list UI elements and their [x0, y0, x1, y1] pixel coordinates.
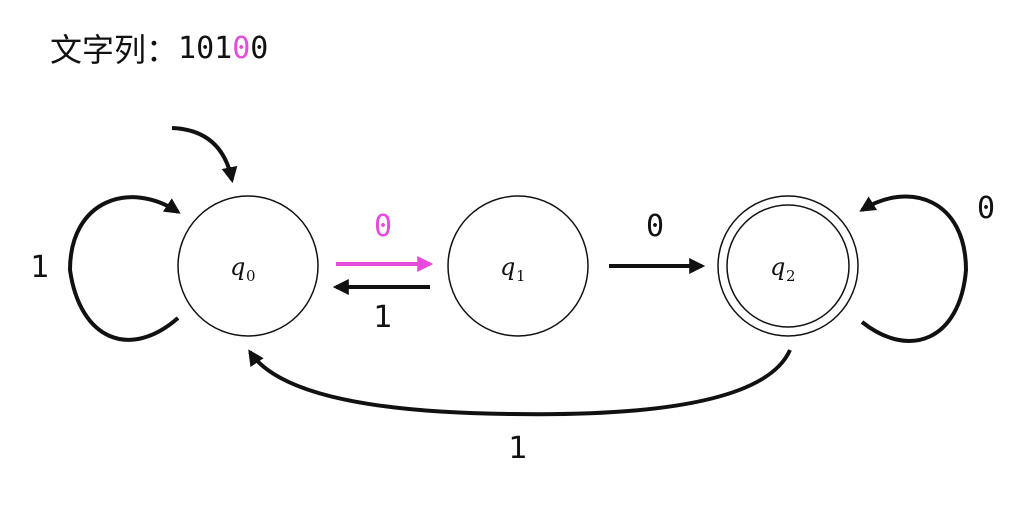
transition-q0-q1-label: 0	[374, 209, 392, 244]
state-q2: q 2	[717, 195, 859, 337]
state-q1-symbol: q	[500, 253, 515, 281]
transition-q2-q2-arrow	[859, 194, 969, 343]
transition-q2-q0-label: 1	[508, 431, 527, 466]
transition-q0-q0-label: 1	[30, 250, 49, 285]
string-current-symbol: 0	[232, 30, 251, 66]
state-q2-symbol: q	[770, 253, 785, 281]
transition-q2-q2-label: 0	[977, 191, 995, 226]
state-q0-symbol: q	[230, 253, 245, 281]
state-q1: q 1	[447, 195, 589, 337]
transition-q0-q0-arrow	[67, 195, 181, 342]
transition-q1-q2-label: 0	[646, 209, 664, 244]
state-q1-circle	[447, 195, 589, 337]
state-q0-subscript: 0	[246, 267, 256, 285]
state-q1-subscript: 1	[516, 267, 526, 285]
string-read-part: 101	[178, 30, 233, 66]
state-q2-subscript: 2	[786, 267, 796, 285]
state-q0-circle	[177, 195, 319, 337]
state-q2-outer-circle	[717, 195, 859, 337]
heading-prefix: 文字列：	[50, 31, 179, 69]
transition-q2-q0-arrow	[248, 349, 792, 417]
input-string-heading: 文字列： 101 0 0	[50, 24, 268, 72]
initial-state-arrow	[171, 126, 238, 184]
state-q2-inner-circle	[726, 204, 850, 328]
state-q0: q 0	[177, 195, 319, 337]
transition-q1-q0-label: 1	[373, 300, 392, 335]
string-remaining-part: 0	[250, 30, 269, 66]
